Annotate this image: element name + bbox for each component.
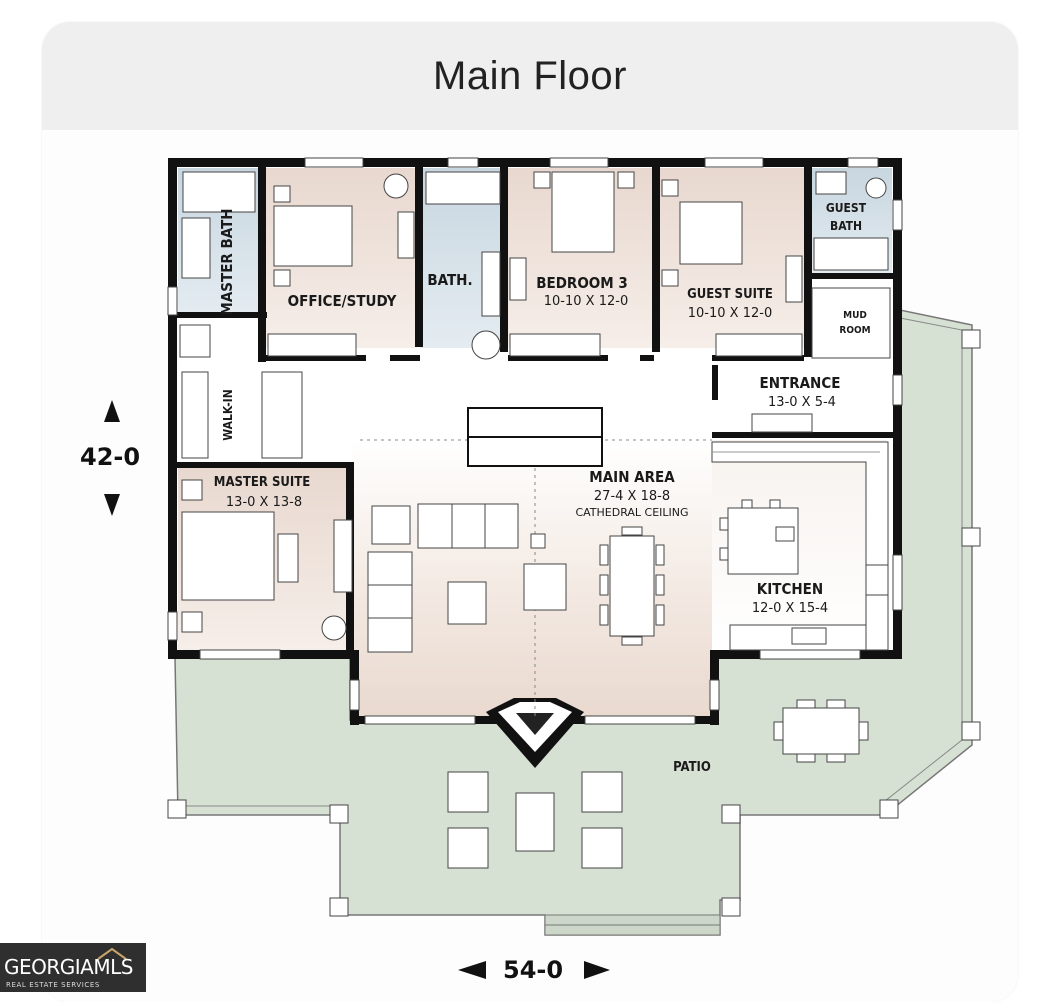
width-dimension: 54-0: [503, 956, 564, 984]
header-bar: Main Floor: [42, 22, 1018, 130]
guest-suite-label: GUEST SUITE: [687, 287, 773, 302]
page-title: Main Floor: [433, 53, 627, 98]
logo-subtext: REAL ESTATE SERVICES: [6, 981, 100, 989]
fireplace: [486, 698, 584, 768]
bedroom3-label: BEDROOM 3: [536, 274, 628, 292]
entrance-size: 13-0 X 5-4: [768, 395, 836, 410]
walk-in-label: WALK-IN: [221, 389, 235, 440]
guest-bath-label-1: GUEST: [826, 201, 867, 215]
kitchen-size: 12-0 X 15-4: [752, 601, 828, 616]
central-partition: [467, 407, 603, 467]
master-suite-size: 13-0 X 13-8: [226, 495, 302, 510]
logo-text: GEORGIAMLS: [4, 955, 133, 979]
master-bath-label: MASTER BATH: [218, 208, 236, 315]
mud-room-label-2: ROOM: [839, 325, 870, 336]
entrance-label: ENTRANCE: [760, 374, 841, 392]
georgia-mls-logo: GEORGIAMLS REAL ESTATE SERVICES: [0, 943, 146, 992]
living-furniture: [367, 503, 665, 653]
windows: [167, 157, 903, 725]
office-label: OFFICE/STUDY: [288, 292, 397, 310]
entrance-furniture: [751, 413, 813, 433]
guest-suite-size: 10-10 X 12-0: [688, 306, 772, 321]
arrow-right-icon: [584, 961, 610, 979]
guest-bath-label-2: BATH: [830, 219, 862, 233]
main-area-note: CATHEDRAL CEILING: [575, 506, 688, 519]
kitchen-label: KITCHEN: [757, 580, 823, 598]
arrow-down-icon: [104, 494, 120, 516]
master-suite-label: MASTER SUITE: [214, 475, 310, 490]
main-area-size: 27-4 X 18-8: [594, 489, 670, 504]
bedroom3-size: 10-10 X 12-0: [544, 294, 628, 309]
bedroom-furniture: [179, 171, 891, 641]
arrow-up-icon: [104, 400, 120, 422]
depth-dimension: 42-0: [80, 443, 141, 471]
mud-room-label-1: MUD: [843, 310, 867, 321]
main-area-label: MAIN AREA: [589, 468, 675, 486]
patio: [167, 309, 981, 936]
roof-icon: [97, 947, 127, 960]
kitchen-counters: [711, 441, 889, 651]
patio-label: PATIO: [673, 760, 711, 775]
bath-label: BATH.: [427, 271, 472, 289]
arrow-left-icon: [458, 961, 486, 979]
